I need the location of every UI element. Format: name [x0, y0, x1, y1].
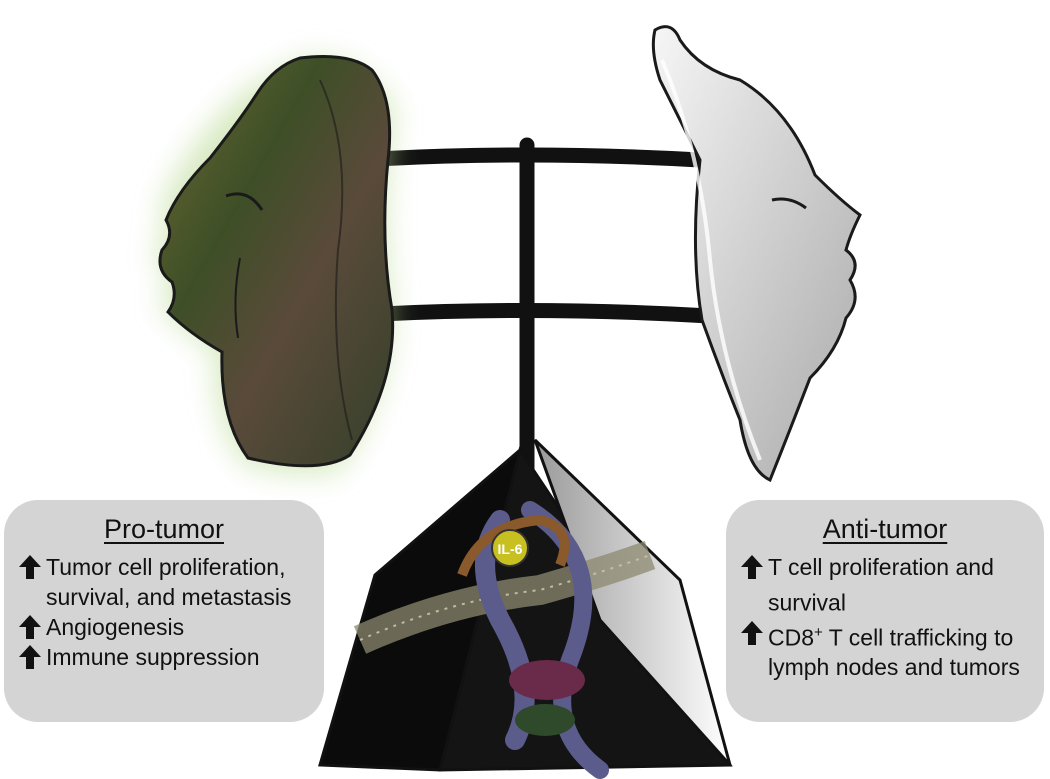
up-arrow-icon	[741, 620, 763, 645]
anti-tumor-face	[651, 25, 862, 483]
pro-tumor-face	[155, 55, 395, 474]
anti-tumor-item-text-after: T cell trafficking to lymph nodes and tu…	[768, 624, 1020, 681]
up-arrow-icon	[19, 615, 41, 639]
up-arrow-icon	[741, 555, 763, 579]
pro-tumor-panel: Pro-tumor Tumor cell proliferation, surv…	[4, 500, 324, 722]
up-arrow-icon	[19, 555, 41, 579]
anti-tumor-item: CD8+ T cell trafficking to lymph nodes a…	[740, 618, 1030, 683]
anti-tumor-panel: Anti-tumor T cell proliferation and surv…	[726, 500, 1044, 722]
anti-tumor-item-text-before: CD8	[768, 624, 815, 651]
pro-tumor-item-text: Immune suppression	[46, 644, 260, 670]
pro-tumor-item: Immune suppression	[18, 642, 310, 672]
anti-tumor-item-text: T cell proliferation and survival	[768, 552, 1030, 618]
anti-tumor-title: Anti-tumor	[822, 514, 948, 544]
up-arrow-icon	[19, 645, 41, 669]
balance-frame	[337, 137, 718, 478]
pro-tumor-item: Tumor cell proliferation, survival, and …	[18, 552, 310, 612]
anti-tumor-item-text-before: T cell proliferation and survival	[768, 554, 994, 616]
pro-tumor-item-text: Tumor cell proliferation, survival, and …	[46, 554, 292, 610]
pro-tumor-item-text: Angiogenesis	[46, 614, 185, 640]
il6-cytokine: IL-6	[491, 529, 529, 567]
anti-tumor-item-sup: +	[814, 623, 823, 641]
anti-tumor-item: T cell proliferation and survival	[740, 552, 1030, 618]
pro-tumor-title: Pro-tumor	[103, 514, 225, 544]
pro-tumor-item: Angiogenesis	[18, 612, 310, 642]
protein-strands	[353, 501, 656, 779]
anti-tumor-item-text: CD8+ T cell trafficking to lymph nodes a…	[768, 618, 1030, 683]
il6-label: IL-6	[498, 541, 523, 557]
